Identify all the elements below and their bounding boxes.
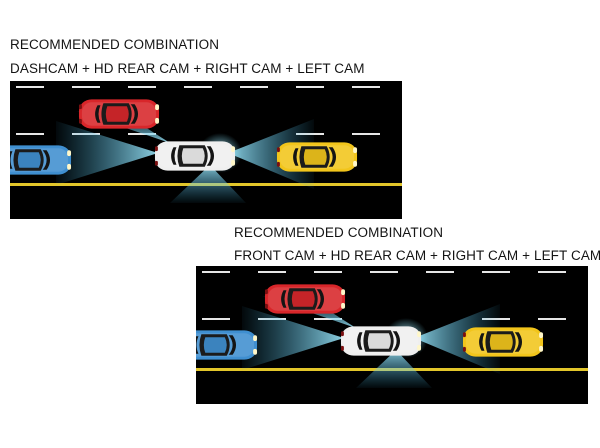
road-illustration bbox=[10, 81, 402, 219]
panel2-subheading: FRONT CAM + HD REAR CAM + RIGHT CAM + LE… bbox=[234, 248, 600, 263]
scene-dashcam-combination bbox=[10, 81, 402, 219]
panel1-heading: RECOMMENDED COMBINATION bbox=[10, 37, 220, 52]
panel1-subheading: DASHCAM + HD REAR CAM + RIGHT CAM + LEFT… bbox=[10, 61, 365, 76]
scene-frontcam-combination bbox=[196, 266, 588, 404]
road-illustration bbox=[196, 266, 588, 404]
panel2-heading: RECOMMENDED COMBINATION bbox=[234, 225, 444, 240]
